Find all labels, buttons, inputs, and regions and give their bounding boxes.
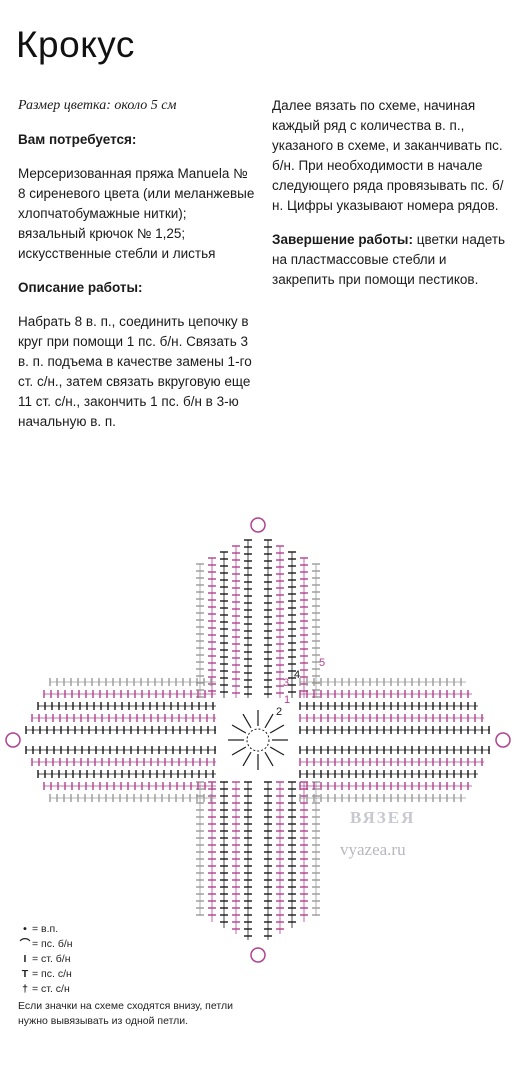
center-stitch [264,751,274,767]
center-stitch [264,713,274,729]
row-number-1: 1 [284,694,290,706]
legend-label-double-crochet: = ст. с/н [32,983,70,995]
description-heading: Описание работы: [18,280,143,295]
legend-item-half-double: T = пс. с/н [18,967,253,982]
legend-item-slip-stitch: ⌒ = пс. б/н [18,937,253,952]
right-column: Далее вязать по схеме, начиная каждый ря… [272,96,507,304]
legend-symbol-half-double: T [21,968,29,980]
center-stitch [231,724,247,734]
materials-line-3: вязальный крючок № 1,25; искусственные с… [18,226,216,261]
legend-item-chain: • = в.п. [18,922,253,937]
center-chain-ring [246,728,270,752]
center-stitch [269,724,285,734]
legend-note: Если значки на схеме сходятся внизу, пет… [18,1000,233,1027]
watermark-site: vyazea.ru [340,840,406,859]
legend-label-single-crochet: = ст. б/н [32,953,71,965]
diagram-arms [5,517,511,963]
row-number-2: 2 [276,706,282,718]
row-number-3: 3 [283,677,289,689]
description-text: Набрать 8 в. п., соединить цепочку в кру… [18,314,252,429]
finishing-heading: Завершение работы: [272,232,413,247]
center-stitch [242,713,252,729]
arm-tip-triangle [250,517,266,533]
page-title: Крокус [16,24,135,65]
center-stitch [231,746,247,756]
arm-tip-triangle [495,732,511,748]
materials-heading: Вам потребуется: [18,132,137,147]
legend-item-single-crochet: I = ст. б/н [18,952,253,967]
legend-label-slip-stitch: = пс. б/н [32,938,73,950]
crochet-diagram: 1 2 3 4 5 [5,517,511,963]
arm-tip-triangle [5,732,21,748]
legend-symbol-single-crochet: I [23,953,27,965]
materials-text: Мерсеризованная пряжа Manuela № 8 сирене… [18,164,256,264]
center-stitch [269,746,285,756]
legend-label-half-double: = пс. с/н [32,968,72,980]
watermark-brand: ВЯЗЕЯ [350,808,416,827]
legend-item-double-crochet: † = ст. с/н [18,982,253,997]
legend-symbol-double-crochet: † [22,983,28,995]
center-stitch [242,751,252,767]
row-number-4: 4 [294,669,300,681]
left-column: Размер цветка: около 5 см Вам потребуетс… [18,96,256,446]
materials-line-2: № 8 сиреневого цвета (или меланжевые хло… [18,166,255,221]
continuation-text: Далее вязать по схеме, начиная каждый ря… [272,98,504,213]
finishing-text: цветки надеть на пластмассовые стебли и … [272,232,506,287]
legend-label-chain: = в.п. [32,923,59,935]
arm-tip-triangle [250,947,266,963]
legend: • = в.п. ⌒ = пс. б/н I = ст. б/н T = пс.… [18,922,253,1029]
legend-symbol-slip-stitch: ⌒ [19,938,31,950]
materials-line-1: Мерсеризованная пряжа Manuela [18,166,230,181]
row-number-5: 5 [319,657,325,669]
finishing-paragraph: Завершение работы: цветки надеть на плас… [272,230,507,290]
diagram-row-numbers: 1 2 3 4 5 [276,657,325,718]
flower-size: Размер цветка: около 5 см [18,98,177,113]
diagram-center [228,710,288,770]
legend-symbol-chain: • [23,923,27,935]
